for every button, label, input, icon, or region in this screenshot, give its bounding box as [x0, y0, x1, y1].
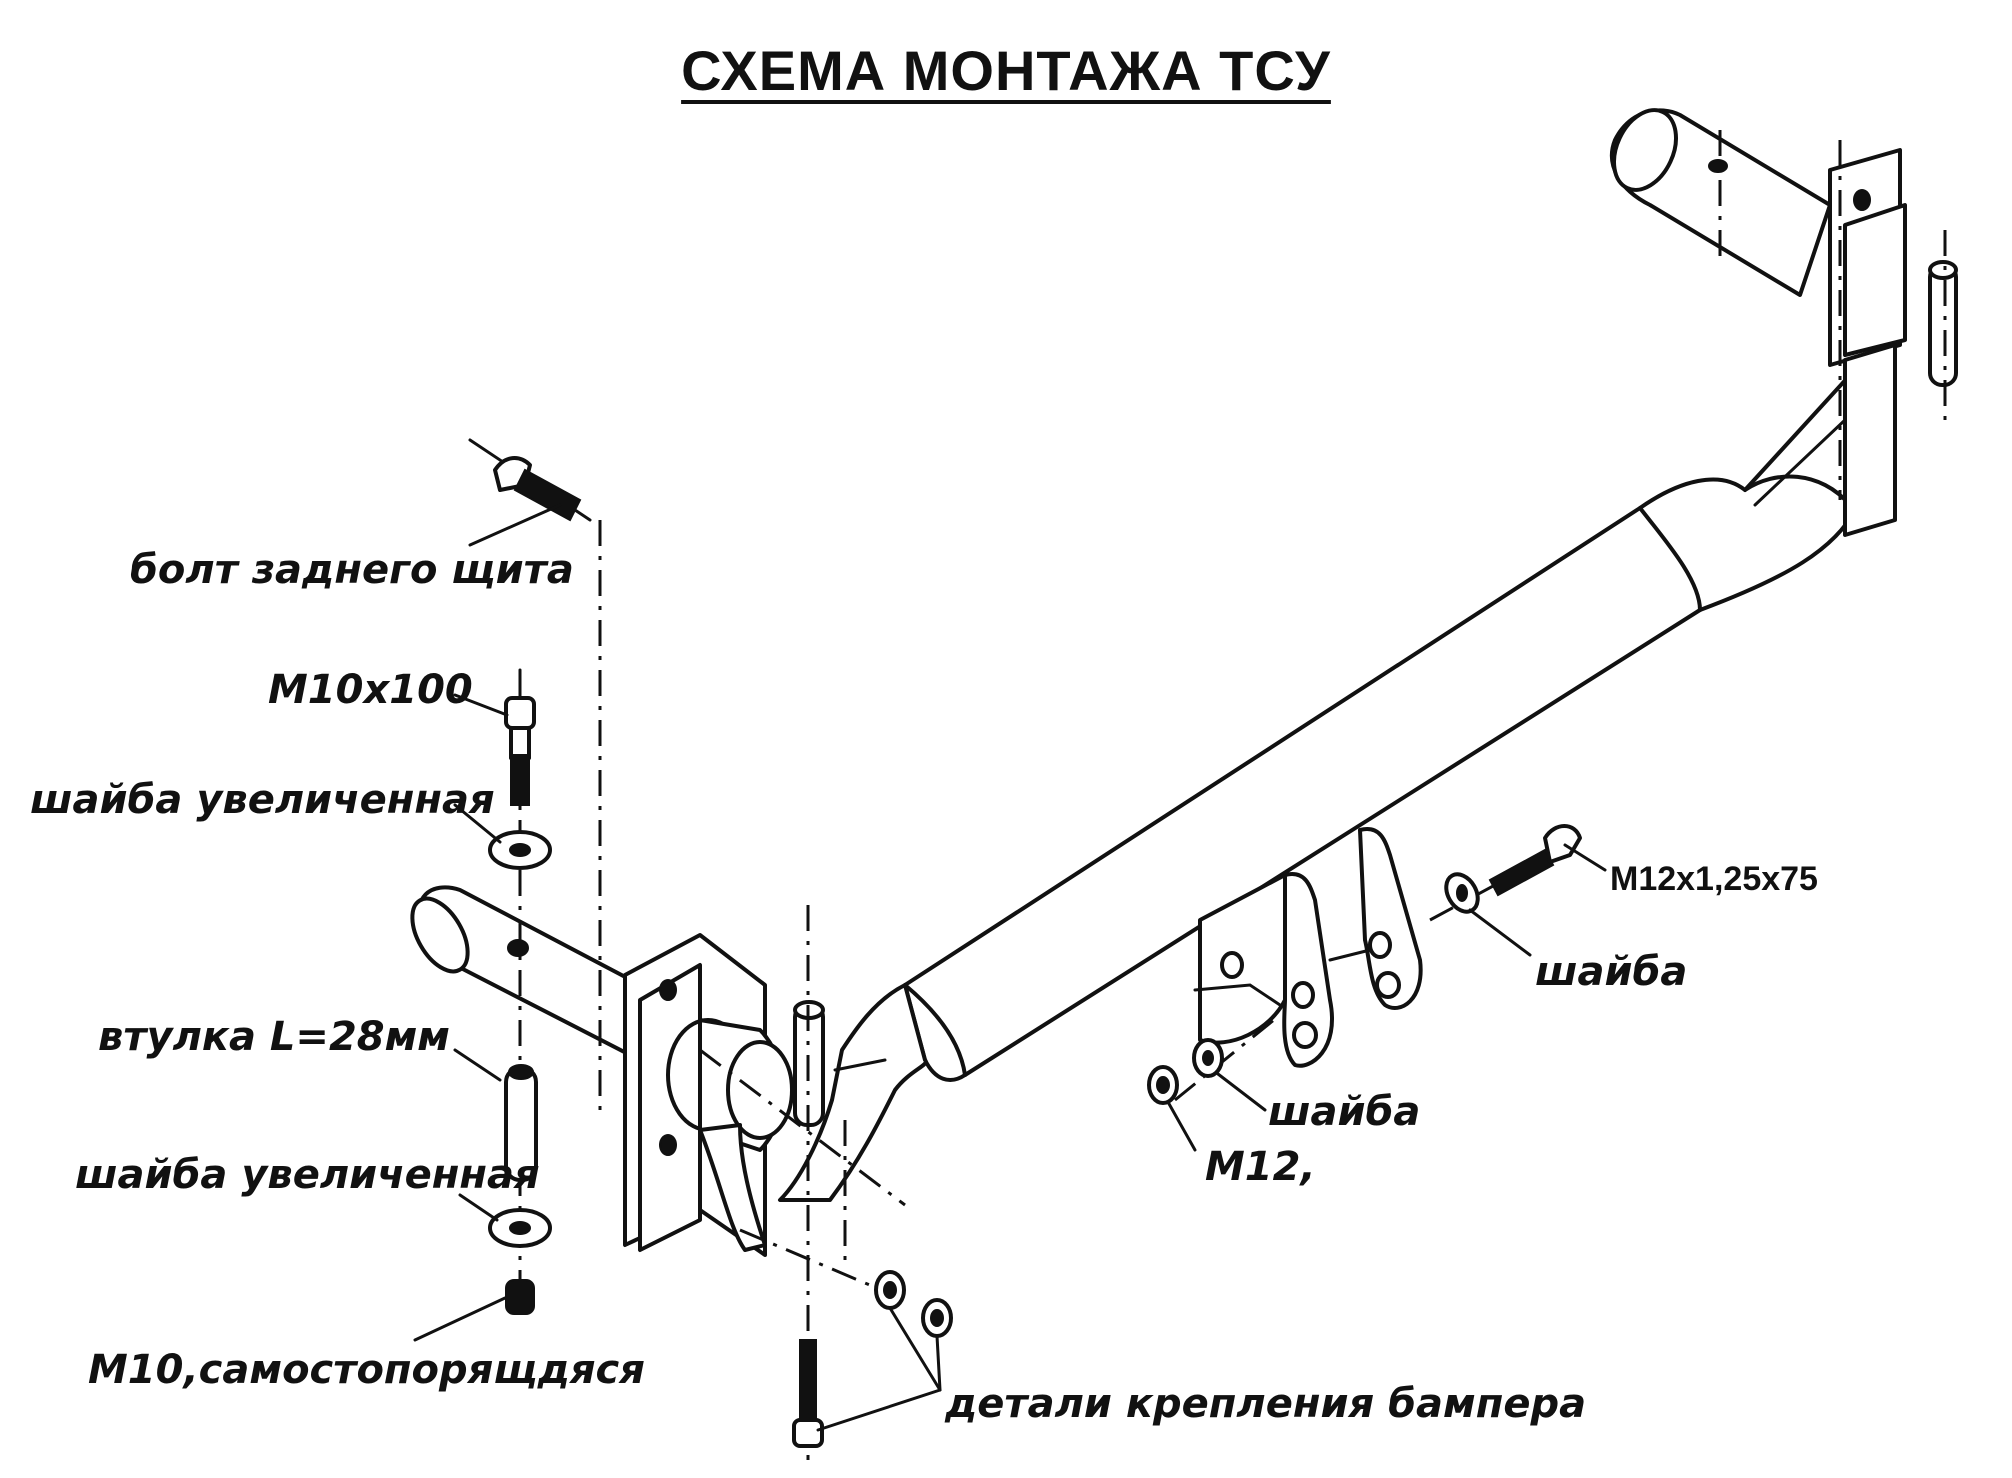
left-fastener-stack: [468, 438, 953, 1460]
washer-mid: [1192, 1038, 1224, 1078]
rear-panel-bolt: [468, 438, 592, 522]
ball-mount-bracket: [1193, 827, 1423, 1068]
label-washer-enlarged-bottom: шайба увеличенная: [75, 1152, 540, 1198]
washer-enlarged-bottom: [488, 1208, 552, 1248]
towbar-crossbeam: [778, 369, 1886, 1202]
label-m12: М12,: [1205, 1144, 1316, 1190]
sleeve-28mm: [504, 1064, 538, 1182]
label-bumper-parts: детали крепления бампера: [944, 1381, 1586, 1427]
label-bolt-rear-panel: болт заднего щита: [130, 547, 574, 593]
label-m12x125x75: M12x1,25x75: [1610, 860, 1818, 898]
bumper-bolt: [792, 1339, 824, 1448]
left-mount-arm: [410, 885, 825, 1257]
washer-enlarged-top: [488, 830, 552, 870]
label-washer-right: шайба: [1535, 949, 1687, 995]
label-washer-enlarged-top: шайба увеличенная: [30, 777, 495, 823]
right-mount-arm: [1609, 108, 1958, 537]
label-washer-mid: шайба: [1268, 1089, 1420, 1135]
label-sleeve: втулка L=28мм: [98, 1014, 450, 1060]
washer-right: [1444, 872, 1480, 914]
m10-lock-nut: [505, 1279, 535, 1315]
page-title: СХЕМА МОНТАЖА ТСУ: [681, 39, 1331, 102]
labels: болт заднего щита М10х100 шайба увеличен…: [30, 547, 1818, 1427]
label-m10x100: М10х100: [268, 667, 473, 713]
bumper-nuts: [874, 1270, 953, 1338]
leader-lines: [413, 503, 1607, 1432]
m10x100-bolt: [504, 668, 536, 806]
right-fastener-stack: [1147, 824, 1582, 1105]
label-m10-nut: М10,самостопорящдяся: [88, 1347, 645, 1393]
m12-nut: [1147, 1065, 1179, 1105]
m12-bolt: [1488, 824, 1582, 897]
